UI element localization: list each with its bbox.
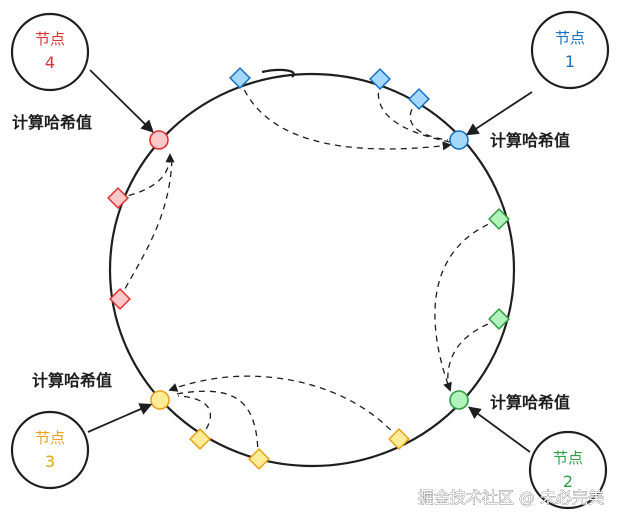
hash-ring <box>108 72 516 468</box>
node-1-title: 节点 <box>555 29 585 47</box>
node-3-title: 节点 <box>35 429 65 447</box>
watermark: 掘金技术社区 @ 未必完美 <box>418 488 604 507</box>
node-3-number: 3 <box>45 452 55 471</box>
mapping-arrow-green-a <box>434 219 499 392</box>
hash-point-node2 <box>449 390 469 410</box>
data-point-yellow-2 <box>248 448 270 470</box>
data-point-yellow-3 <box>388 428 410 450</box>
mapping-arrow-yellow-c <box>177 395 212 439</box>
data-point-blue-3 <box>408 88 430 110</box>
mapping-arrow-blue-b <box>377 81 451 143</box>
node-1-number: 1 <box>565 52 575 71</box>
data-point-yellow-1 <box>189 428 211 450</box>
hash-point-node1 <box>449 130 469 150</box>
mapping-arrow-blue-a <box>239 79 452 151</box>
node-1: 节点 1 <box>530 10 610 90</box>
hash-point-node4 <box>149 130 169 150</box>
mapping-arrow-blue-c <box>409 99 449 141</box>
node-3-hash-arrow <box>87 403 153 433</box>
data-point-blue-1 <box>229 67 251 89</box>
node-2-title: 节点 <box>553 449 583 467</box>
node-4-number: 4 <box>45 53 55 72</box>
mapping-arrow-red-a <box>117 153 175 199</box>
node-3: 节点 3 <box>10 410 90 490</box>
data-point-red-1 <box>107 187 129 209</box>
mapping-arrow-red-b <box>119 157 173 299</box>
hash-label-node2: 计算哈希值 <box>490 393 570 412</box>
node-2-number: 2 <box>563 472 573 491</box>
hash-label-node3: 计算哈希值 <box>32 371 112 390</box>
node-4: 节点 4 <box>10 12 90 92</box>
data-point-green-2 <box>488 308 510 330</box>
hash-point-node3 <box>150 390 170 410</box>
mapping-arrow-green-b <box>447 319 499 386</box>
data-point-green-1 <box>488 208 510 230</box>
node-4-title: 节点 <box>35 30 65 48</box>
data-point-red-2 <box>109 288 131 310</box>
data-point-blue-2 <box>369 68 391 90</box>
ring-sketch-stroke <box>261 68 295 78</box>
mapping-arrow-yellow-a <box>168 375 399 439</box>
hash-label-node4: 计算哈希值 <box>12 113 92 132</box>
node-2: 节点 2 <box>528 430 608 510</box>
node-2-hash-arrow <box>467 406 531 453</box>
node-4-hash-arrow <box>89 69 154 133</box>
hash-label-node1: 计算哈希值 <box>490 131 570 150</box>
node-1-hash-arrow <box>465 91 533 136</box>
